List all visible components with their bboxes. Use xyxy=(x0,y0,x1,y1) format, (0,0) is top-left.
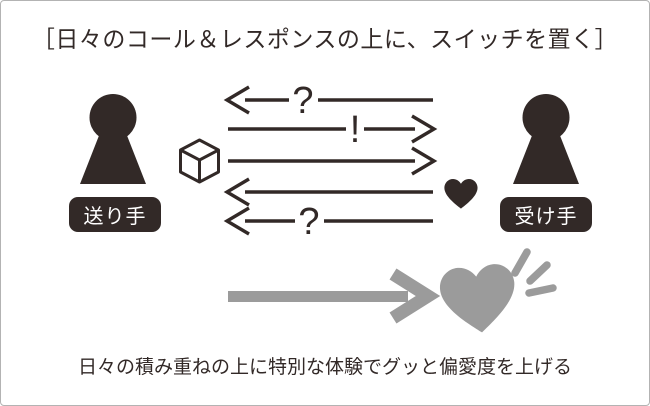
arrow-shaft xyxy=(228,291,408,302)
arrow-left-question-1: ? xyxy=(223,80,433,122)
big-gray-arrow-icon xyxy=(228,268,441,324)
arrow-head-icon xyxy=(223,85,250,115)
exclamation-mark: ! xyxy=(350,109,361,151)
arrow-right-exclamation: ! xyxy=(228,109,438,151)
cube-icon xyxy=(179,138,220,184)
big-heart xyxy=(440,264,515,333)
sender-label: 送り手 xyxy=(69,197,161,232)
arrow-left-question-2: ? xyxy=(223,201,433,243)
diagram-caption: 日々の積み重ねの上に特別な体験でグッと偏愛度を上げる xyxy=(77,357,572,378)
spark-line xyxy=(525,284,557,297)
question-mark: ? xyxy=(298,201,319,243)
person-body xyxy=(80,133,146,184)
spark-line xyxy=(511,248,531,277)
person-body xyxy=(513,133,579,184)
arrow-head-icon xyxy=(223,177,250,207)
person-head xyxy=(89,94,137,141)
diagram-title: ［日々のコール＆レスポンスの上に、スイッチを置く］ xyxy=(31,26,619,52)
arrow-head-icon xyxy=(223,206,250,236)
arrow-left-plain xyxy=(223,177,433,207)
arrow-right-plain xyxy=(228,146,438,176)
spark-line xyxy=(526,261,551,285)
person-head xyxy=(522,94,570,141)
sparkling-heart-icon xyxy=(440,248,557,333)
receiver-label: 受け手 xyxy=(500,197,592,232)
heart-icon xyxy=(444,178,478,209)
receiver-person-icon xyxy=(513,94,579,184)
arrow-head-icon xyxy=(411,114,438,144)
cube-edges xyxy=(179,148,220,182)
question-mark: ? xyxy=(292,80,313,122)
sender-person-icon xyxy=(80,94,146,184)
arrow-head-icon xyxy=(389,268,441,324)
arrow-head-icon xyxy=(411,146,438,176)
